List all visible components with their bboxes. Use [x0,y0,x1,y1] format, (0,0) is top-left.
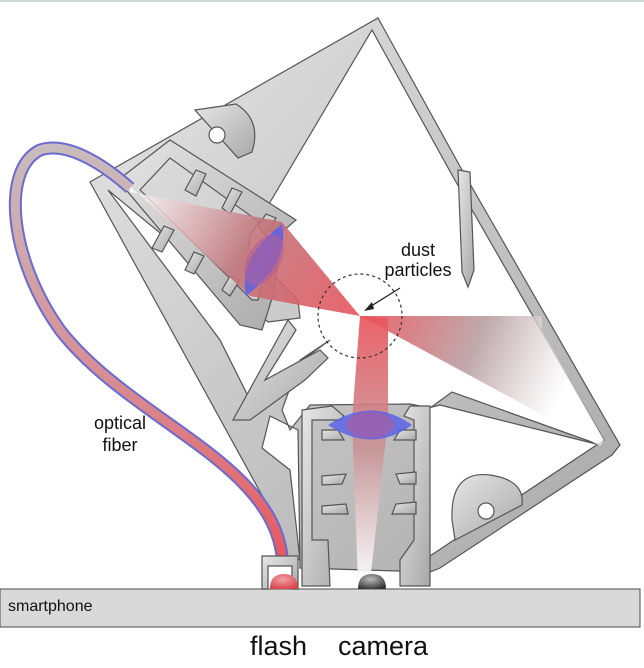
collimator-lens-core [244,234,284,286]
camera-tube [301,405,431,587]
pivot-mount-top [193,103,256,159]
dust-zone-circle [317,273,403,359]
label-dust-particles: dust particles [378,240,458,280]
housing [89,17,621,573]
flash-led [270,574,298,589]
housing-tongue [231,318,329,421]
dust-arrow [367,287,401,309]
label-fiber-line2: fiber [102,435,138,455]
label-dust-line1: dust [400,240,436,260]
label-camera: camera [338,631,429,661]
pivot-hole-bottom [477,502,495,520]
top-border [0,0,644,2]
dust-arrowhead [364,302,374,311]
label-dust-line2: particles [384,260,452,280]
smartphone-body [0,588,641,628]
scattered-beam-camera [352,316,388,582]
label-flash: flash [250,631,308,661]
scattered-beam-right [360,316,604,446]
incident-beam [130,186,360,316]
housing-fin-right [457,169,475,289]
camera-sensor [358,574,386,589]
pivot-hole-top [208,126,226,144]
camera-lens-core [346,412,394,438]
label-optical-fiber: optical fiber [80,412,160,456]
optical-fiber-core [10,143,287,557]
label-smartphone: smartphone [8,598,93,615]
label-fiber-line1: optical [93,413,147,433]
